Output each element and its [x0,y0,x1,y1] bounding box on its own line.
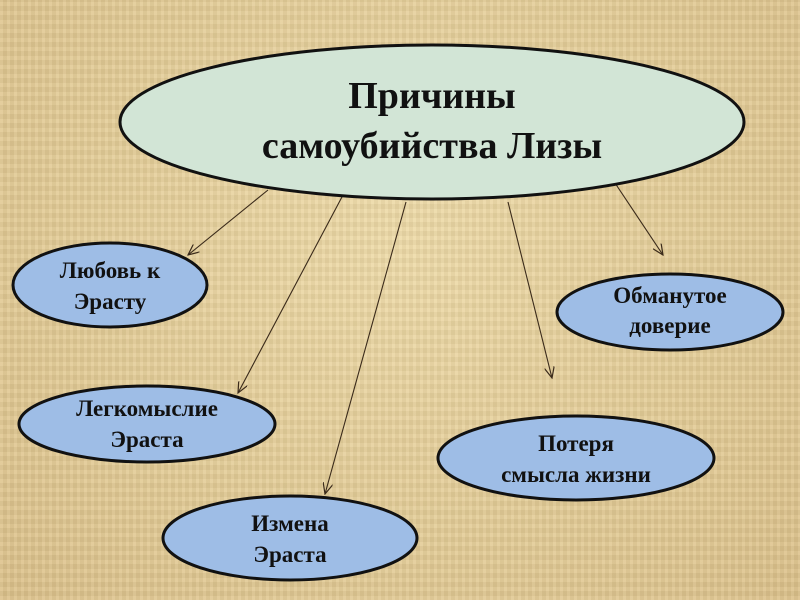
center-title-line2: самоубийства Лизы [262,125,602,167]
node-deceived-trust-line1: Обманутое [613,283,726,308]
node-love-line1: Любовь к [60,258,161,283]
node-frivolity-line2: Эраста [110,427,184,452]
node-love-line2: Эрасту [74,289,147,314]
node-betrayal-line1: Измена [251,511,329,536]
node-meaning-loss-line1: Потеря [538,431,614,456]
node-frivolity: Легкомыслие Эраста [17,384,277,464]
node-deceived-trust: Обманутое доверие [555,272,785,352]
node-betrayal: Измена Эраста [161,494,419,582]
arrow-to-betrayal [325,201,407,494]
center-node: Причины самоубийства Лизы [118,43,746,201]
center-title-line1: Причины [348,75,515,117]
arrow-to-love [188,189,269,255]
node-love: Любовь к Эрасту [11,241,209,329]
arrow-to-meaning-loss [507,201,552,378]
node-betrayal-line2: Эраста [253,542,327,567]
arrow-to-frivolity [238,194,344,393]
node-frivolity-line1: Легкомыслие [76,396,218,421]
node-meaning-loss: Потеря смысла жизни [436,414,716,502]
node-meaning-loss-line2: смысла жизни [501,462,651,487]
node-deceived-trust-line2: доверие [629,313,710,338]
arrow-to-deceived-trust [612,179,663,255]
